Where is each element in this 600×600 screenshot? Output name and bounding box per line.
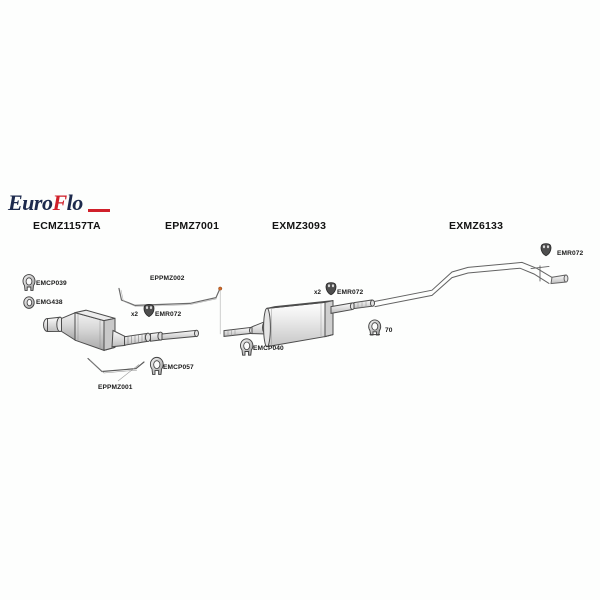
qty-label-emr072-middle: x2 [314, 289, 321, 296]
tail-pipe-outer-top [374, 261, 553, 302]
eppmz002-end-fitting [218, 286, 223, 291]
part-label-emr072-left: EMR072 [155, 311, 182, 318]
logo-text-lo: lo [66, 190, 84, 215]
assembly-label-exmz3093: EXMZ3093 [272, 220, 327, 232]
silencer-outlet-pipe [330, 299, 375, 314]
euroflo-logo: EuroFlo [8, 190, 83, 216]
silencer-inlet-pipe [223, 326, 254, 337]
assembly-label-ecmz1157ta: ECMZ1157TA [33, 220, 101, 232]
part-label-clamp-70: 70 [385, 327, 393, 334]
u-bolt-clamp-icon [368, 319, 382, 336]
emcp039-clamp-ring-icon [22, 274, 36, 291]
part-label-eppmz002: EPPMZ002 [150, 275, 185, 282]
tail-pipe-hanger-arm [530, 265, 550, 270]
eppmz001-leader-line [117, 364, 140, 382]
eppmz002-pipe-path [118, 287, 221, 307]
emg438-gasket-ring-icon [23, 296, 35, 309]
assembly-label-exmz6133: EXMZ6133 [449, 220, 504, 232]
cat-inlet-flange [43, 316, 64, 333]
emr072-rubber-mount-icon-right [540, 243, 552, 257]
flexible-pipe-section [124, 331, 164, 346]
centre-silencer-assembly [223, 299, 375, 348]
silencer-body [251, 299, 334, 348]
emr072-rubber-mount-icon-left [143, 303, 155, 318]
logo-text-euro: Euro [8, 190, 53, 215]
front-pipe-assembly [118, 286, 223, 335]
part-label-emr072-middle: EMR072 [337, 289, 364, 296]
assembly-label-epmz7001: EPMZ7001 [165, 220, 220, 232]
part-label-emcp039: EMCP039 [36, 280, 67, 287]
emcp040-clamp-ring-icon [240, 338, 254, 356]
part-label-emcp040: EMCP040 [253, 345, 284, 352]
cat-converter-body [61, 309, 116, 352]
tail-pipe-tip-opening [563, 274, 569, 283]
part-label-eppmz001: EPPMZ001 [98, 384, 133, 391]
part-label-emr072-right: EMR072 [557, 250, 584, 257]
part-label-emcp057: EMCP057 [163, 364, 194, 371]
tail-pipe-assembly [374, 261, 569, 308]
qty-label-emr072-left: x2 [131, 311, 138, 318]
tail-pipe-outer-bottom [374, 267, 550, 308]
part-label-emg438: EMG438 [36, 299, 63, 306]
logo-text-f: F [52, 190, 67, 215]
logo-accent-rule [88, 209, 110, 212]
cat-outlet-cone [111, 329, 126, 348]
cat-downstream-pipe [161, 329, 199, 341]
eppmz001-hanger-rod [87, 357, 145, 374]
eppmz002-pipe-highlight [120, 289, 217, 307]
emr072-rubber-mount-icon-middle [325, 282, 337, 296]
emcp057-clamp-ring-icon [149, 357, 164, 375]
catalytic-converter-assembly [43, 309, 199, 382]
